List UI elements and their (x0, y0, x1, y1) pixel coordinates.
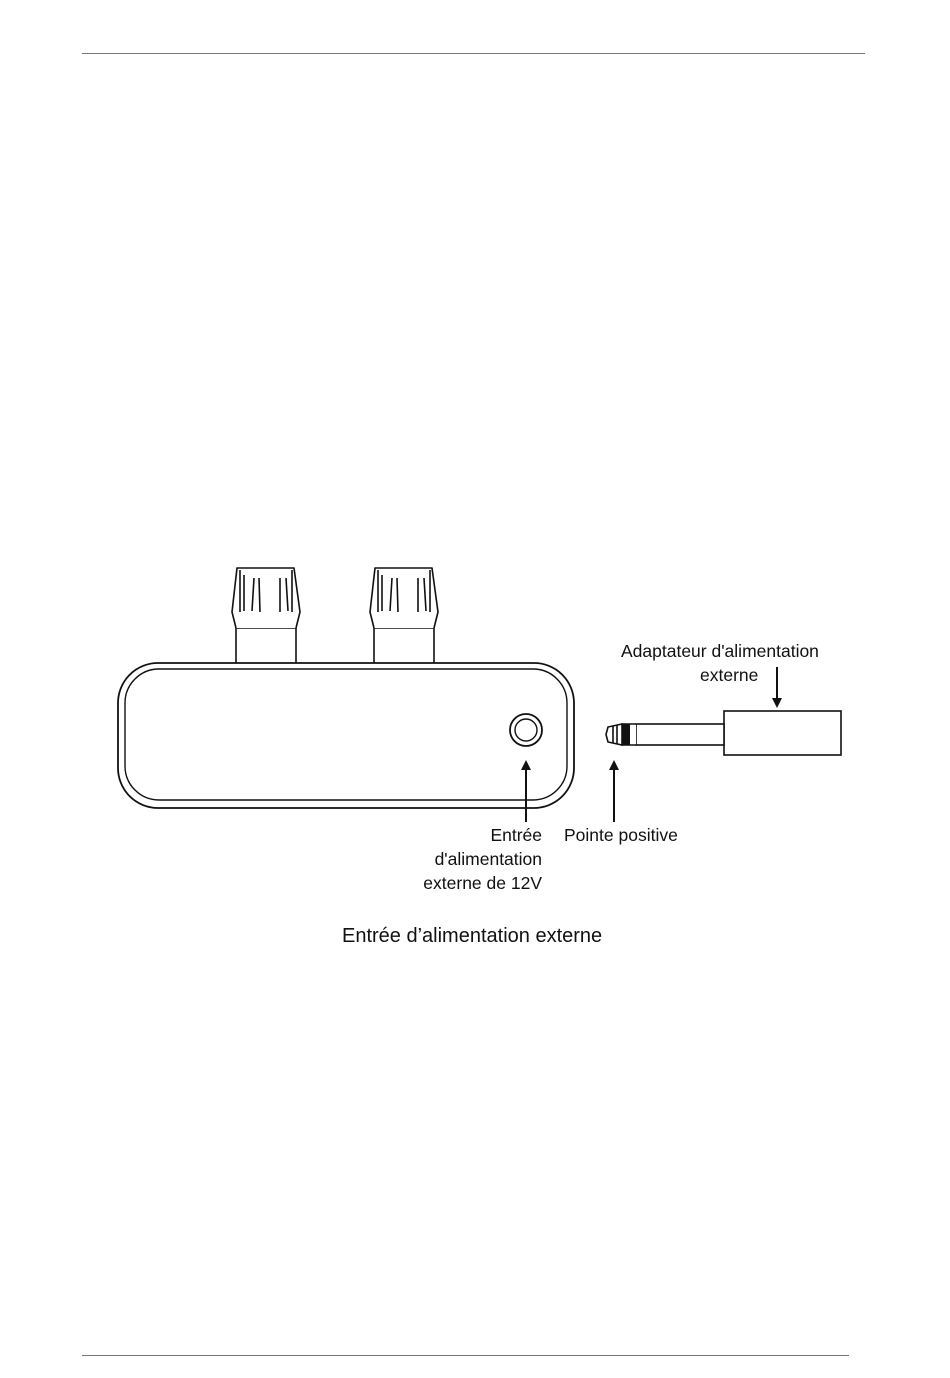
device-housing-outer (118, 663, 574, 808)
input-label-line3: externe de 12V (423, 871, 542, 895)
input-label-line1: Entrée (490, 823, 542, 847)
adapter-label-line2: externe (700, 663, 758, 687)
right-knob (370, 568, 438, 664)
tip-label: Pointe positive (564, 823, 678, 847)
input-label-line2: d'alimentation (435, 847, 542, 871)
power-plug (606, 711, 841, 755)
left-knob (232, 568, 300, 664)
figure-caption: Entrée d’alimentation externe (342, 923, 602, 949)
adapter-label-line1: Adaptateur d'alimentation (621, 639, 819, 663)
